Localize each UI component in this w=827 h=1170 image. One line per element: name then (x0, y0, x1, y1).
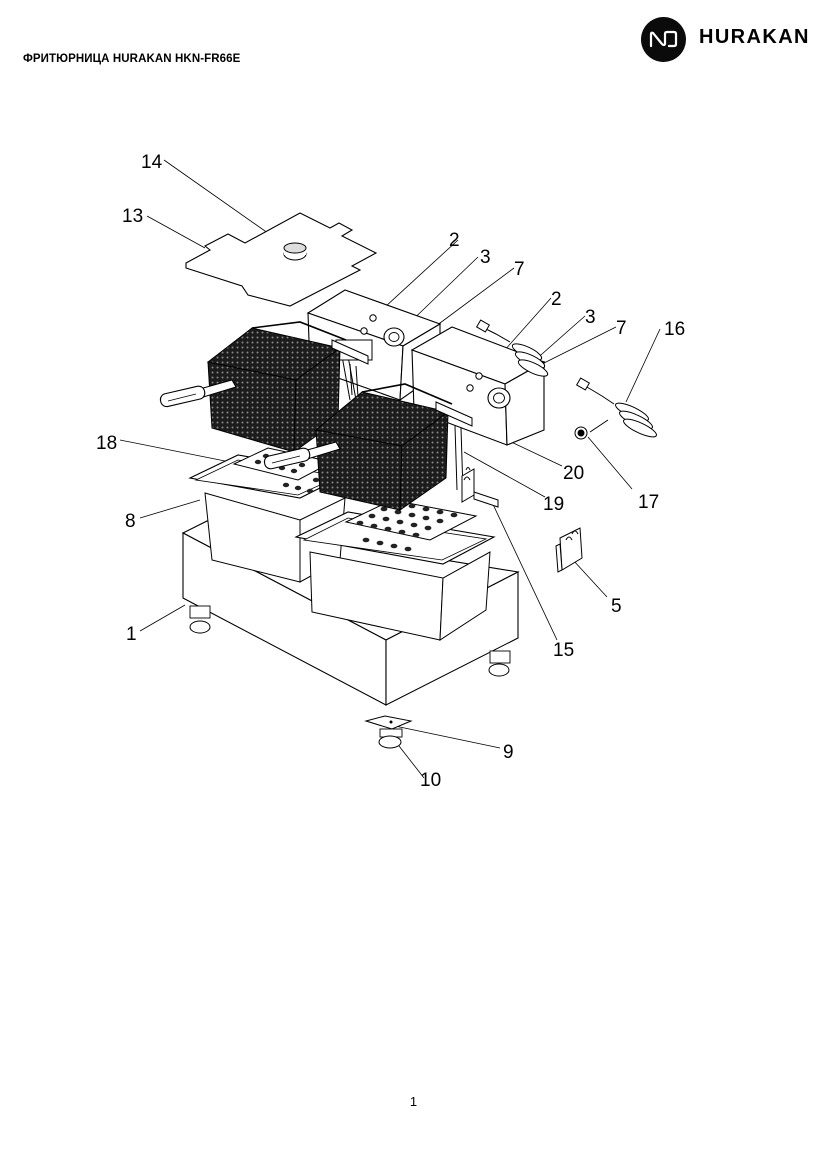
brand-block: HURAKAN (641, 16, 816, 62)
callout-2: 2 (449, 230, 460, 251)
fry-basket-right (263, 383, 453, 511)
callout-17: 17 (638, 492, 659, 513)
heating-element-right (574, 377, 657, 440)
oil-tank-right (294, 511, 496, 641)
callout-2-right: 2 (551, 289, 562, 310)
callout-19: 19 (543, 494, 564, 515)
lid (185, 212, 378, 307)
callout-3: 3 (480, 247, 491, 268)
brand-name: HURAKAN (699, 26, 810, 48)
callout-9: 9 (503, 742, 514, 763)
bracket-15 (461, 467, 499, 508)
hurakan-logo-icon (641, 17, 686, 62)
page-number: 1 (409, 1094, 418, 1109)
oil-tank-left (188, 454, 350, 583)
callout-16: 16 (664, 319, 685, 340)
callout-3-right: 3 (585, 307, 596, 328)
callout-7-right: 7 (616, 318, 627, 339)
callout-15: 15 (553, 640, 574, 661)
power-cord-upper (475, 319, 549, 377)
document-title: ФРИТЮРНИЦА HURAKAN HKN-FR66E (23, 53, 241, 65)
callout-14: 14 (141, 152, 163, 173)
callout-20: 20 (563, 463, 584, 484)
basket-hangers (331, 339, 473, 493)
adjustable-foot (364, 715, 413, 749)
callout-5: 5 (611, 596, 622, 617)
callout-13: 13 (122, 206, 143, 227)
callout-labels: 14 13 2 3 7 2 3 7 16 18 20 17 8 19 5 1 1… (96, 152, 685, 791)
callout-7: 7 (514, 259, 525, 280)
callout-1: 1 (126, 624, 137, 645)
callout-10: 10 (420, 770, 441, 791)
callout-8: 8 (125, 511, 136, 532)
callout-18: 18 (96, 433, 117, 454)
bracket-5 (555, 527, 583, 573)
